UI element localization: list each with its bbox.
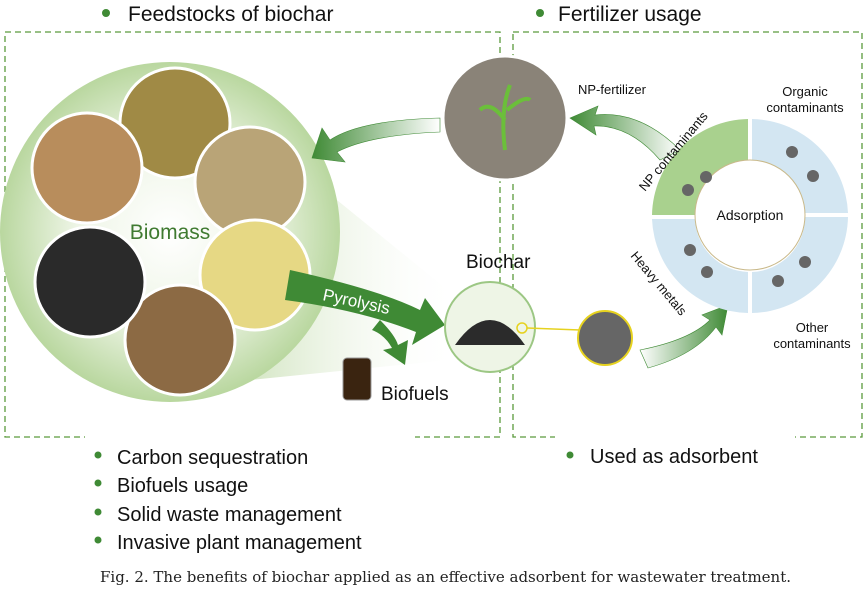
adsorbent-label: Used as adsorbent (590, 446, 758, 468)
sem-image (577, 310, 633, 366)
bullet-icon (102, 9, 110, 17)
biochar-label: Biochar (466, 252, 531, 273)
organic-label-2: contaminants (766, 100, 844, 115)
other-label-1: Other (796, 320, 829, 335)
benefit-item: Invasive plant management (117, 532, 362, 554)
header-feedstocks: Feedstocks of biochar (128, 3, 333, 26)
benefit-item: Carbon sequestration (117, 447, 308, 469)
adsorption-ring (652, 119, 848, 313)
biochar-pile (455, 320, 525, 345)
biofuel-bottle-icon (342, 357, 372, 401)
organic-label-1: Organic (782, 84, 828, 99)
np-fertilizer-label: NP-fertilizer (578, 82, 647, 97)
biofuels-arrow (372, 320, 408, 365)
other-label-2: contaminants (773, 336, 851, 351)
wood-chips-image (30, 111, 144, 225)
benefits-list: Carbon sequestration Biofuels usage Soli… (94, 447, 362, 554)
adsorption-label: Adsorption (717, 207, 784, 223)
biomass-label: Biomass (130, 221, 211, 244)
header-fertilizer: Fertilizer usage (558, 3, 702, 26)
biofuels-label: Biofuels (381, 384, 449, 405)
bullet-icon (566, 451, 574, 459)
benefit-item: Solid waste management (117, 504, 342, 526)
figure-caption: Fig. 2. The benefits of biochar applied … (100, 568, 791, 586)
np-fertilizer-arrow (569, 105, 681, 161)
pellets-image (123, 283, 237, 397)
return-arrow (311, 117, 441, 163)
charcoal-image (33, 225, 147, 339)
adsorbent-arrow (639, 304, 729, 369)
fertilizer-box (512, 31, 863, 438)
pyrolysis-arrow (285, 270, 445, 345)
benefit-item: Biofuels usage (117, 475, 248, 497)
feedstocks-box (4, 31, 501, 438)
bullet-icon (536, 9, 544, 17)
